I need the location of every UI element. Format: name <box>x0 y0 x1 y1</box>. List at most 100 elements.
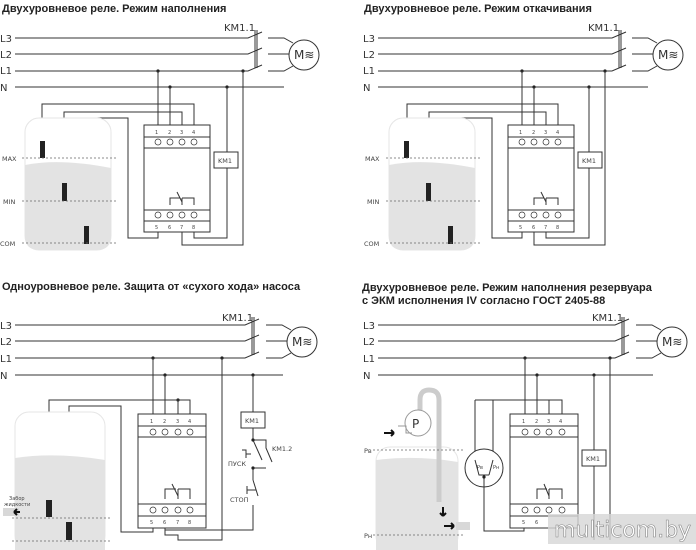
svg-text:6: 6 <box>168 225 171 231</box>
line-label-n: N <box>0 371 7 382</box>
svg-text:1: 1 <box>522 419 525 425</box>
intake-label-2: жидкости <box>4 502 30 508</box>
svg-text:2: 2 <box>532 130 535 136</box>
stop-button-label: СТОП <box>230 496 249 504</box>
level-lines <box>386 157 482 244</box>
svg-text:4: 4 <box>556 130 559 136</box>
wires-control <box>165 375 273 531</box>
power-bus <box>15 31 284 88</box>
wires-main <box>48 358 223 541</box>
level-lines <box>12 517 110 542</box>
pump-pipe <box>417 387 442 502</box>
svg-text:4: 4 <box>188 419 191 425</box>
watermark: multicom.by <box>554 518 691 543</box>
outlet-arrow-icon <box>444 522 455 530</box>
svg-text:1: 1 <box>150 419 153 425</box>
liquid <box>15 455 105 550</box>
power-bus <box>378 318 653 376</box>
level-upper: Pв <box>364 447 372 455</box>
contactor-label: KM1.1 <box>222 313 253 324</box>
svg-text:4: 4 <box>192 130 195 136</box>
svg-text:3: 3 <box>176 419 179 425</box>
motor-label: M≋ <box>658 48 678 62</box>
coil-km1 <box>577 151 603 169</box>
liquid <box>25 162 111 250</box>
start-button-label: ПУСК <box>228 460 246 468</box>
coil-km1 <box>213 151 239 169</box>
svg-text:7: 7 <box>176 520 179 526</box>
pressure-gauge: Pв Pн <box>464 448 504 488</box>
pump-icon <box>404 409 432 437</box>
liquid <box>376 457 458 550</box>
line-label-l1: L1 <box>363 354 375 365</box>
liquid <box>389 162 475 250</box>
svg-text:1: 1 <box>519 130 522 136</box>
level-com: COM <box>0 240 15 248</box>
svg-text:8: 8 <box>188 520 191 526</box>
pump-label: P <box>412 417 419 431</box>
motor-icon <box>652 39 684 71</box>
line-label-l2: L2 <box>363 337 375 348</box>
line-label-l1: L1 <box>0 354 12 365</box>
line-label-l2: L2 <box>0 337 12 348</box>
motor-label: M≋ <box>662 335 682 349</box>
line-label-l2: L2 <box>363 50 375 61</box>
svg-text:3: 3 <box>547 419 550 425</box>
power-bus <box>15 318 283 376</box>
probe-min <box>62 183 67 201</box>
level-max: MAX <box>365 155 380 163</box>
svg-text:5: 5 <box>522 520 525 526</box>
svg-text:2: 2 <box>163 419 166 425</box>
contactor-km1-1 <box>621 317 625 355</box>
level-max: MAX <box>2 155 17 163</box>
contactor-km1-1 <box>254 30 258 68</box>
diagram-4-title: Двухуровневое реле. Режим наполнения рез… <box>362 282 653 294</box>
relay-unit: 1 2 3 4 5 6 7 8 <box>507 124 575 233</box>
svg-text:3: 3 <box>180 130 183 136</box>
motor-leads <box>268 37 294 72</box>
outflow-arrow-icon <box>439 507 447 517</box>
coil-label: KM1 <box>586 455 600 463</box>
line-label-l3: L3 <box>0 321 12 332</box>
diagram-4-subtitle: с ЭКМ исполнения IV согласно ГОСТ 2405-8… <box>362 295 605 307</box>
contactor-label: KM1.1 <box>588 23 619 34</box>
line-label-l3: L3 <box>0 34 12 45</box>
svg-text:5: 5 <box>155 225 158 231</box>
line-label-n: N <box>363 83 370 94</box>
coil-km1 <box>240 411 266 429</box>
diagram-filling-mode: Двухуровневое реле. Режим наполнения L3 … <box>0 3 320 251</box>
pump-inlet <box>398 425 412 434</box>
svg-text:5: 5 <box>150 520 153 526</box>
svg-text:5: 5 <box>519 225 522 231</box>
line-label-n: N <box>363 371 370 382</box>
probe-upper <box>46 500 52 517</box>
svg-text:7: 7 <box>544 225 547 231</box>
aux-contact-label: KM1.2 <box>272 445 292 453</box>
svg-text:2: 2 <box>535 419 538 425</box>
diagram-dry-run-protection: Одноуровневое реле. Защита от «сухого хо… <box>0 281 318 550</box>
level-com: COM <box>364 240 379 248</box>
svg-text:2: 2 <box>168 130 171 136</box>
line-label-l3: L3 <box>363 321 375 332</box>
diagram-3-title: Одноуровневое реле. Защита от «сухого хо… <box>2 281 301 293</box>
level-lines <box>22 157 118 244</box>
watermark-bg <box>548 514 696 544</box>
probe-max <box>404 141 409 158</box>
level-min: MIN <box>3 198 16 206</box>
power-bus <box>378 31 648 88</box>
probe-com <box>84 226 89 244</box>
coil-label: KM1 <box>245 417 259 425</box>
relay-unit: 1 2 3 4 5 6 7 8 <box>137 413 207 529</box>
svg-text:7: 7 <box>180 225 183 231</box>
relay-unit: 1 2 3 4 5 6 <box>509 413 579 529</box>
level-min: MIN <box>367 198 380 206</box>
motor-label: M≋ <box>292 335 312 349</box>
motor-icon <box>656 326 688 358</box>
diagram-pumping-mode: Двухуровневое реле. Режим откачивания L3… <box>363 3 684 251</box>
line-label-l1: L1 <box>363 66 375 77</box>
motor-label: M≋ <box>294 48 314 62</box>
gauge-upper-label: Pв <box>477 465 483 471</box>
motor-leads <box>632 37 658 72</box>
motor-icon <box>286 326 318 358</box>
